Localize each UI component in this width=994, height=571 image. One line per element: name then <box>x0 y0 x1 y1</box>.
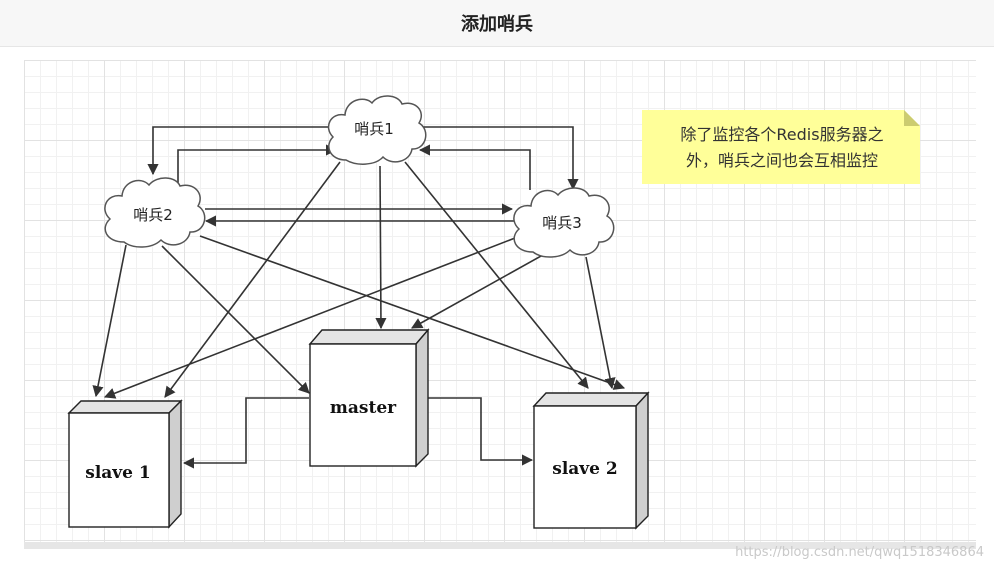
sentinel-3-cloud-icon: 哨兵3 <box>513 187 615 258</box>
connection-arrows <box>92 126 626 469</box>
arrow-s2-s1 <box>177 144 338 185</box>
slave-2-node: slave 2 <box>532 391 650 530</box>
arrow-s1-master <box>375 165 387 330</box>
arrow-s2-master <box>161 245 310 394</box>
arrow-s3-slave2 <box>585 256 616 390</box>
sentinel-3-label: 哨兵3 <box>542 214 582 232</box>
arrow-s3-master <box>411 250 551 329</box>
arrow-s1-s3 <box>418 126 579 191</box>
arrow-s2-slave1 <box>92 244 127 398</box>
arrow-s1-slave2 <box>404 161 589 389</box>
annotation-note <box>642 110 920 184</box>
page-header: 添加哨兵 <box>0 0 994 47</box>
page-title: 添加哨兵 <box>461 14 533 35</box>
slave-2-label: slave 2 <box>552 459 618 479</box>
watermark: https://blog.csdn.net/qwq1518346864 <box>735 545 984 560</box>
sentinel-1-label: 哨兵1 <box>354 120 394 138</box>
arrow-s2-slave2 <box>199 235 626 390</box>
slave-1-node: slave 1 <box>67 399 183 529</box>
sentinel-2-cloud-icon: 哨兵2 <box>104 177 206 248</box>
sentinel-1-cloud-icon: 哨兵1 <box>327 95 427 165</box>
arrow-s1-s2 <box>147 126 330 176</box>
sentinel-2-label: 哨兵2 <box>133 206 173 224</box>
master-node: master <box>308 328 430 468</box>
annotation-note-text: 除了监控各个Redis服务器之 外，哨兵之间也会互相监控 <box>680 125 884 170</box>
slave-1-label: slave 1 <box>85 463 151 483</box>
master-label: master <box>330 398 397 418</box>
arrow-s3-slave1 <box>103 237 516 399</box>
arrow-master-slave1 <box>182 397 309 469</box>
horizontal-scrollbar[interactable] <box>24 542 976 549</box>
arrow-master-slave2 <box>428 397 534 466</box>
arrow-s1-slave1 <box>164 161 341 398</box>
arrow-s3-s1 <box>418 144 531 190</box>
